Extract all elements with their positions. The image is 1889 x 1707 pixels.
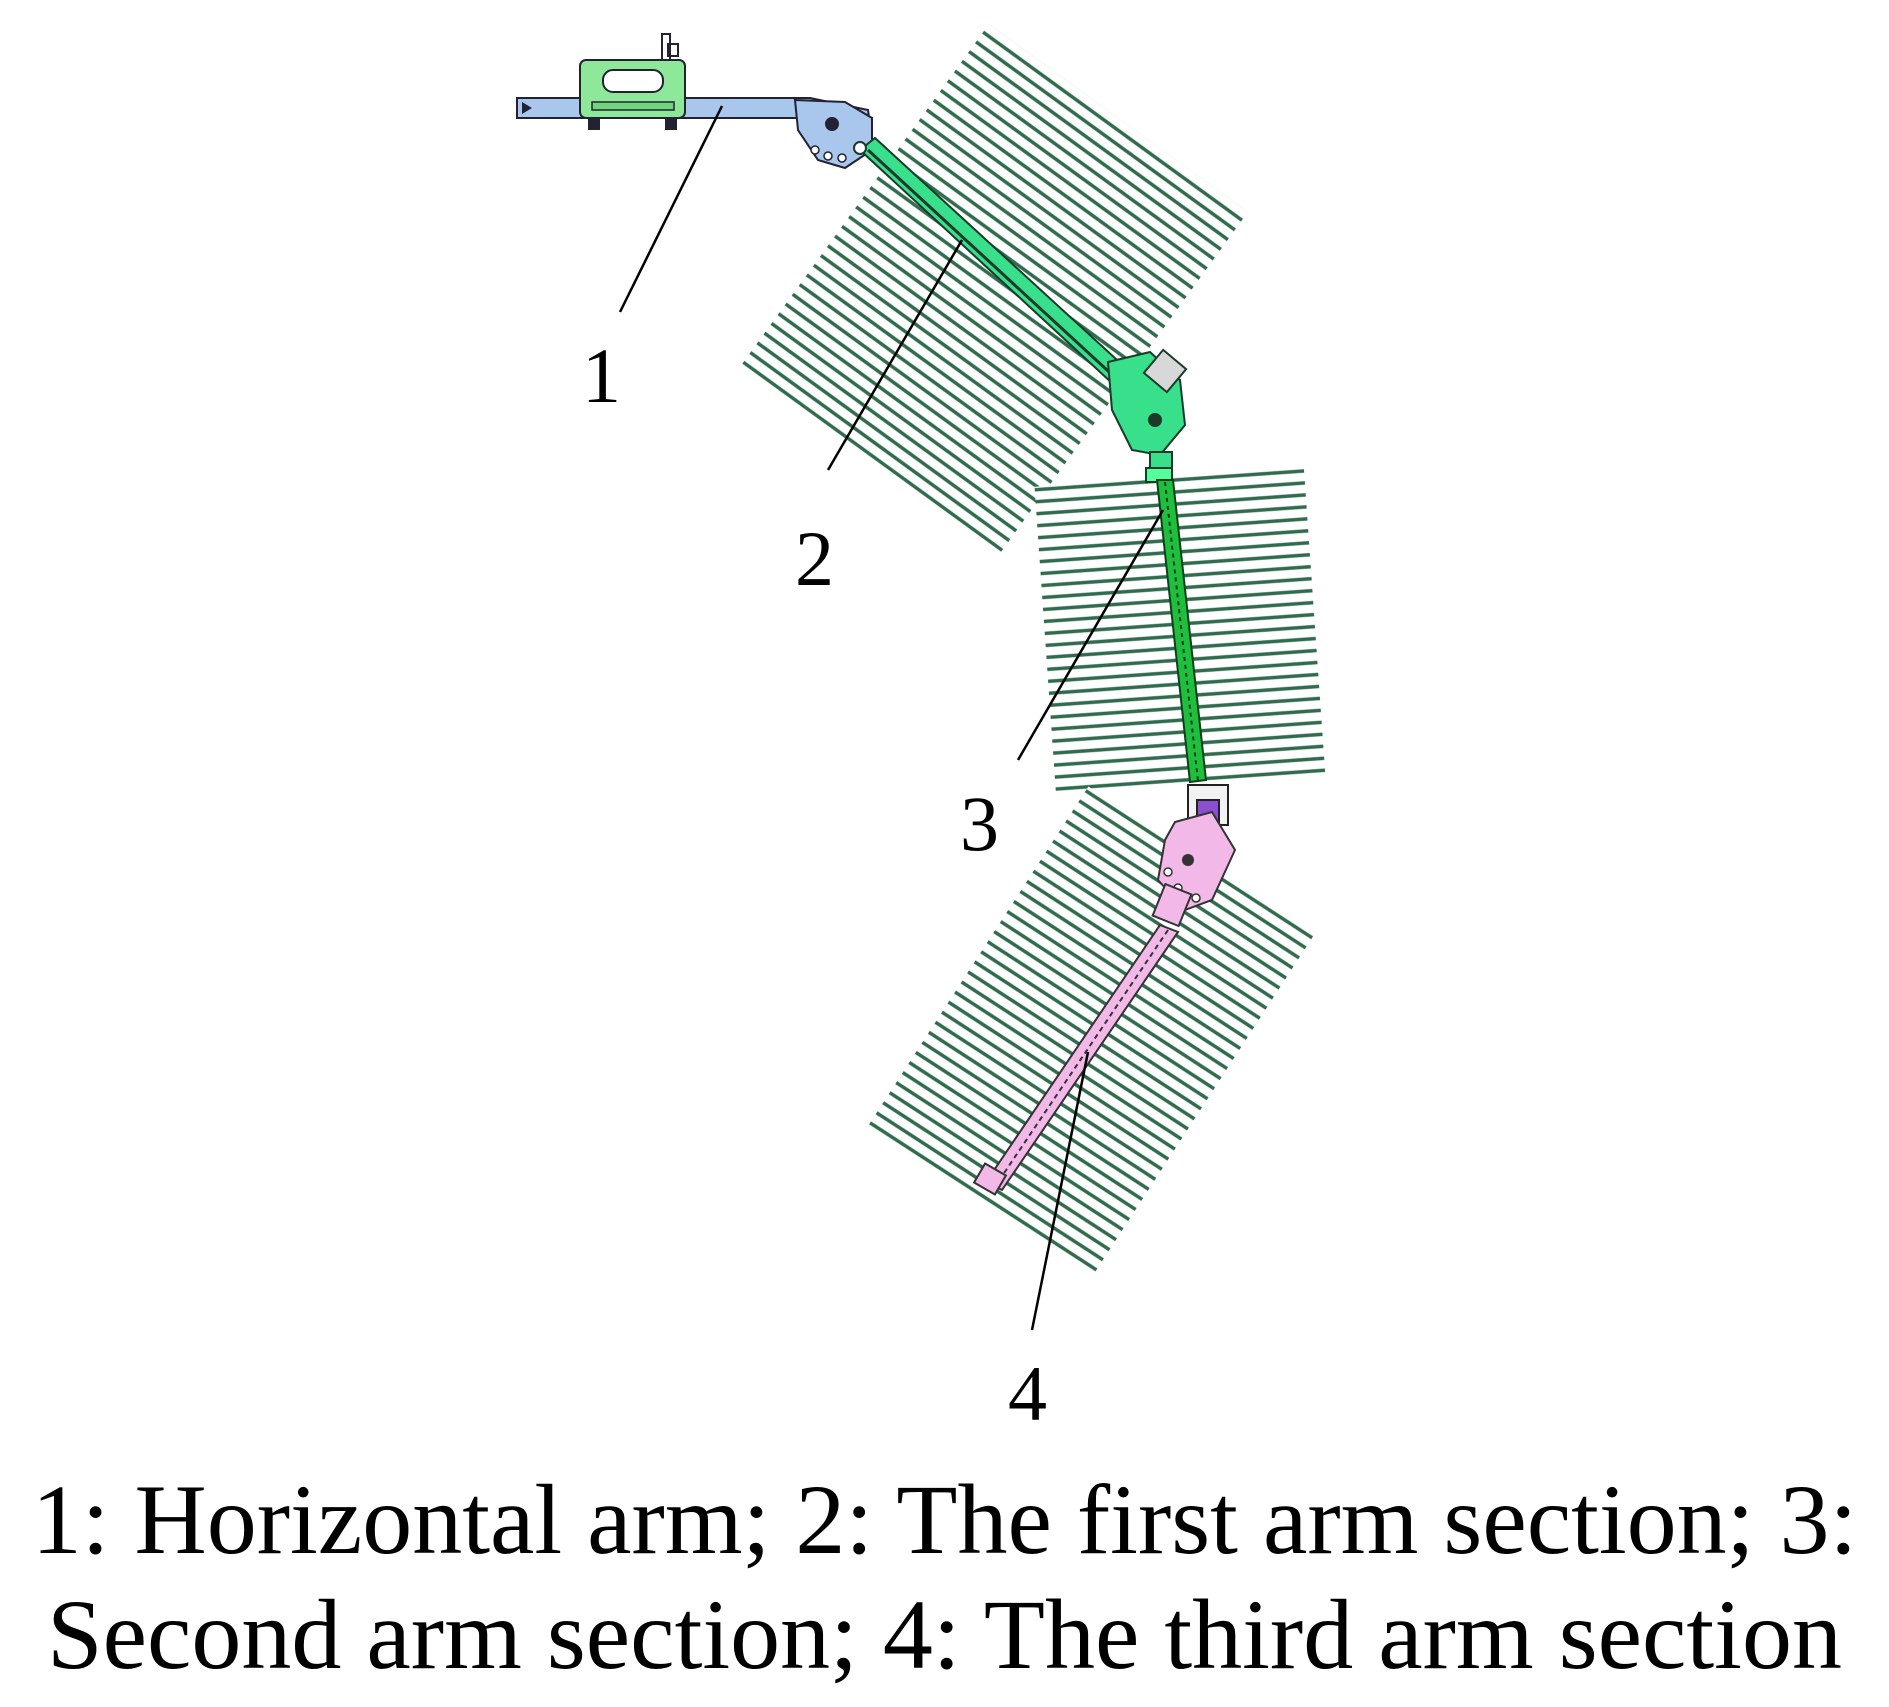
leader-line-1 <box>618 105 724 313</box>
label-3: 3 <box>960 780 999 867</box>
label-4: 4 <box>1008 1350 1047 1437</box>
caption-line-1: 1: Horizontal arm; 2: The first arm sect… <box>31 1464 1858 1575</box>
plant-rows-block-1 <box>742 24 1248 552</box>
leader-line-4 <box>1030 1051 1090 1331</box>
leader-line-2 <box>826 239 964 471</box>
horizontal-arm <box>516 97 873 170</box>
leader-line-3 <box>1016 509 1165 761</box>
first-arm-section <box>853 136 1188 457</box>
carriage-unit <box>579 33 686 130</box>
caption-line-2: Second arm section; 4: The third arm sec… <box>47 1579 1842 1690</box>
third-arm-section <box>972 784 1237 1196</box>
second-arm-section <box>1145 451 1208 784</box>
label-1: 1 <box>582 332 621 419</box>
label-2: 2 <box>795 515 834 602</box>
